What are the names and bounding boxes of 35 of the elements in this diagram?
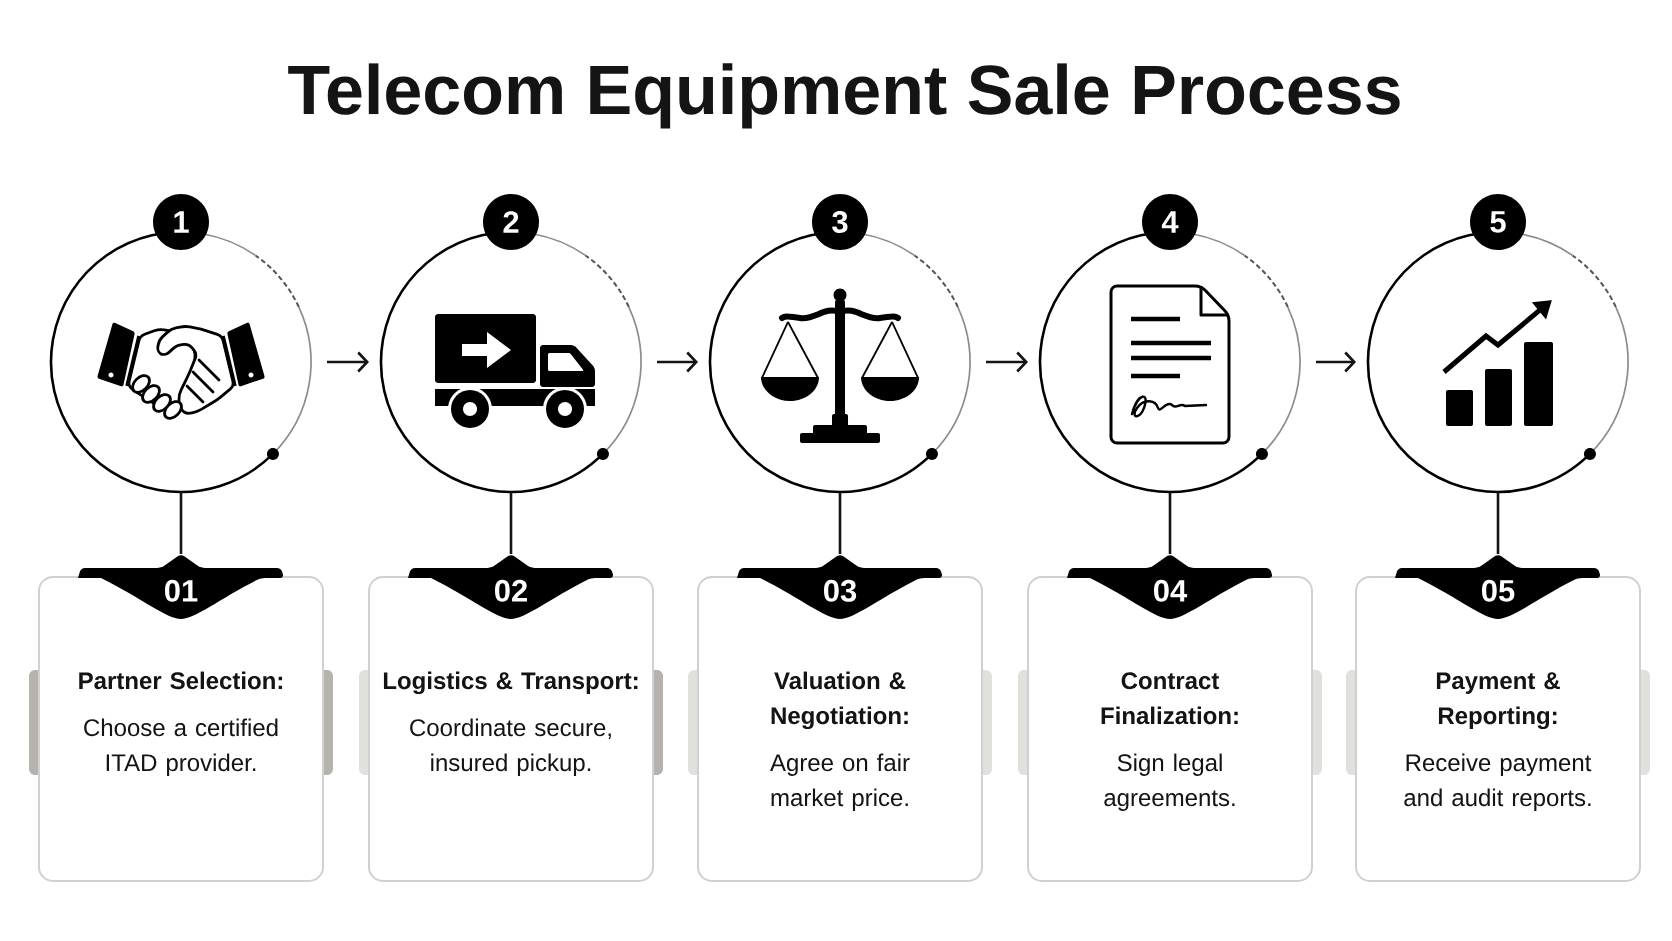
- step-card: [368, 576, 654, 882]
- step-card: [697, 576, 983, 882]
- card-heading: Logistics & Transport:: [383, 671, 638, 695]
- number-badge: 4: [1142, 194, 1198, 250]
- number-badge: 5: [1470, 194, 1526, 250]
- card-body: Sign legal agreements.: [1104, 753, 1235, 811]
- arrow: [1316, 351, 1356, 373]
- card-body: Choose a certified ITAD provider.: [84, 718, 278, 776]
- card-heading: Payment & Reporting:: [1436, 672, 1560, 730]
- card-heading: Contract Finalization:: [1101, 672, 1238, 725]
- connector-line: [1168, 492, 1172, 554]
- step-card: [38, 576, 324, 882]
- number-banner: 05: [1395, 555, 1600, 619]
- arrow: [327, 351, 369, 373]
- number-badge: 1: [153, 194, 209, 250]
- connector-line: [179, 492, 183, 554]
- card-body: Agree on fair market price.: [770, 753, 910, 811]
- arrow: [657, 351, 698, 373]
- card-heading: Valuation & Negotiation:: [771, 671, 908, 730]
- number-badge: 2: [483, 194, 539, 250]
- card-body: Coordinate secure, insured pickup.: [410, 718, 611, 776]
- number-banner: 03: [737, 555, 942, 619]
- number-banner: 02: [408, 555, 613, 619]
- arrow: [986, 351, 1028, 373]
- connector-line: [509, 492, 513, 554]
- connector-line: [1496, 492, 1500, 554]
- connector-line: [838, 492, 842, 554]
- step-card: [1355, 576, 1641, 882]
- number-banner: 01: [78, 555, 283, 619]
- number-badge: 3: [812, 194, 868, 250]
- number-banner: 04: [1067, 555, 1272, 619]
- title: Telecom Equipment Sale Process: [288, 63, 1400, 129]
- card-heading: Partner Selection:: [79, 671, 283, 690]
- step-card: [1027, 576, 1313, 882]
- card-body: Receive payment and audit reports.: [1404, 753, 1592, 811]
